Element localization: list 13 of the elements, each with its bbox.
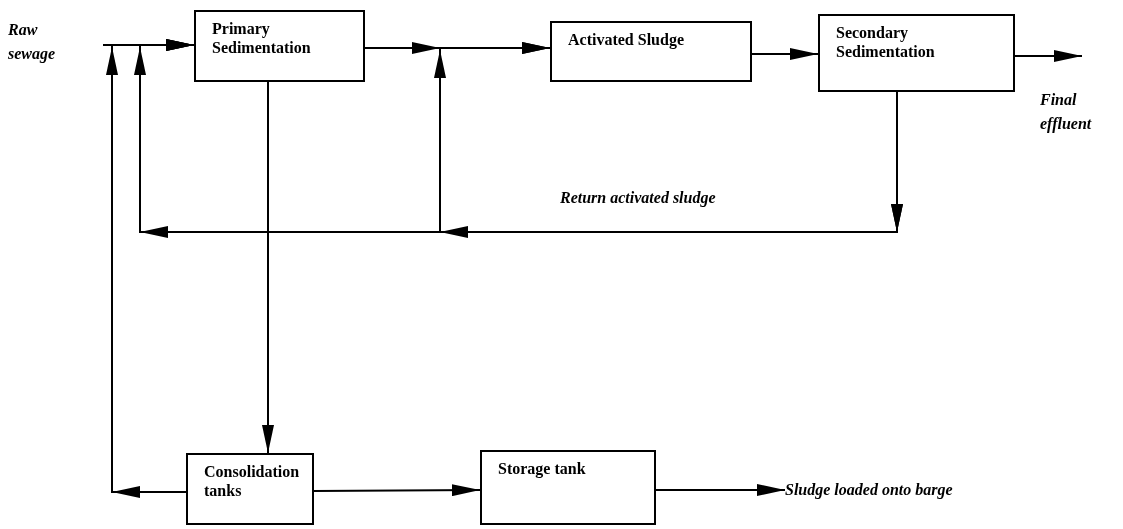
process-box [818, 14, 1015, 92]
edge-label: Return activated sludge [560, 188, 716, 208]
box-label: Secondary Sedimentation [836, 23, 936, 61]
output-label: Sludge loaded onto barge [785, 478, 1045, 502]
process-box [194, 10, 365, 82]
box-label: Activated Sludge [568, 30, 685, 49]
process-box [186, 453, 314, 525]
box-label: Consolidation tanks [204, 462, 301, 500]
process-box [550, 21, 752, 82]
box-label: Storage tank [498, 459, 587, 478]
box-label: Primary Sedimentation [212, 19, 312, 57]
input-label: Raw sewage [8, 18, 80, 68]
process-box [480, 450, 656, 525]
